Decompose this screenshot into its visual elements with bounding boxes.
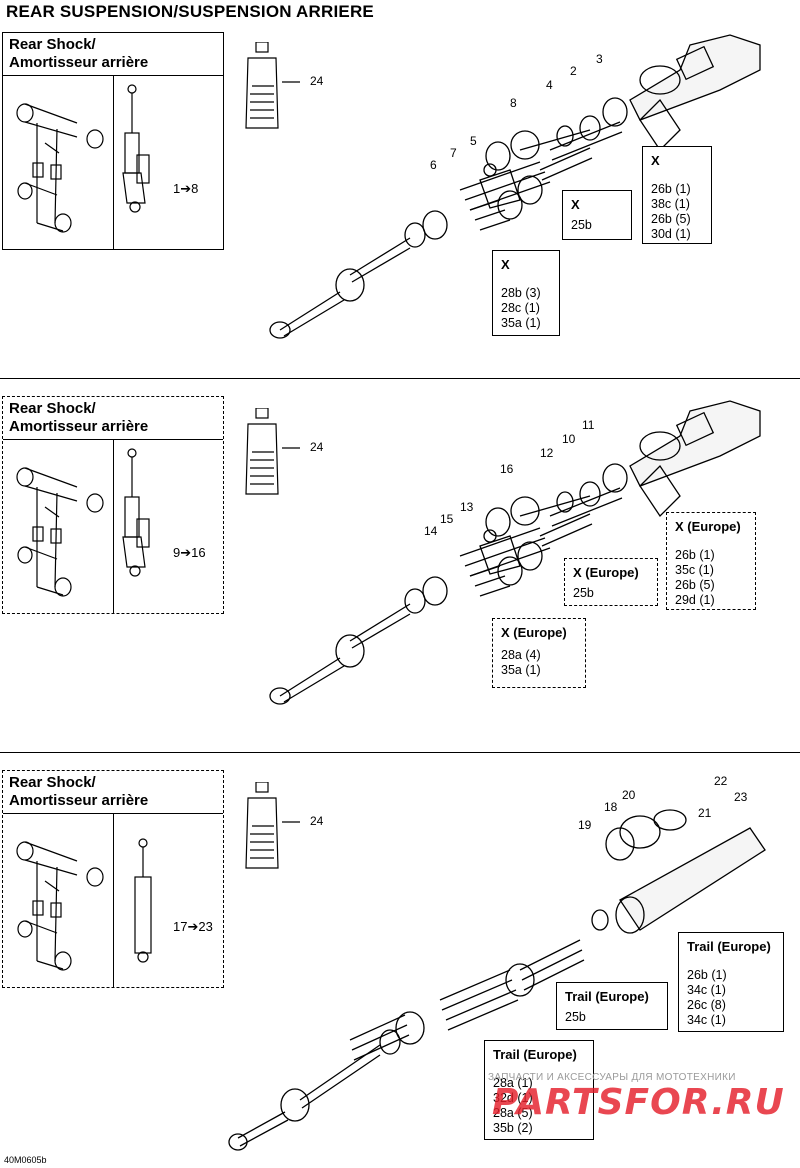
section-divider [0, 752, 800, 753]
oil-can-drawing [245, 42, 300, 129]
kit-box-spring-set: X 26b (1) 38c (1) 26b (5) 30d (1) [642, 146, 712, 244]
part-range-label: 1➔8 [173, 181, 199, 196]
callout-2: 2 [570, 64, 577, 78]
kit-box-piston: X 25b [562, 190, 632, 240]
model-title-line1: Rear Shock/ [9, 36, 96, 53]
kit-box-valve-stack: X 28b (3) 28c (1) 35a (1) [492, 250, 560, 336]
rear-shock-exploded-view [269, 400, 761, 705]
callout-15: 15 [440, 512, 454, 526]
callout-11: 11 [582, 418, 595, 432]
watermark-text: ЗАПЧАСТИ И АКСЕССУАРЫ ДЛЯ МОТОТЕХНИКИ [488, 1072, 736, 1083]
part-range-label: 17➔23 [173, 919, 213, 934]
snowmobile-suspension-thumbnail [16, 467, 104, 597]
section-divider [0, 378, 800, 379]
kit-box-valve-stack: X (Europe) 28a (4) 35a (1) [492, 618, 586, 688]
section-2: Rear Shock/ Amortisseur arrière 9➔16 [2, 396, 761, 705]
model-title-line1: Rear Shock/ [9, 774, 96, 791]
callout-23: 23 [734, 790, 748, 804]
shock-thumbnail [122, 448, 150, 577]
snowmobile-suspension-thumbnail [16, 103, 104, 233]
model-title-line2: Amortisseur arrière [9, 418, 149, 435]
kit-box-valve-stack: Trail (Europe) 28a (1) 32d (1) 28a (5) 3… [484, 1040, 594, 1140]
callout-24: 24 [310, 440, 324, 454]
model-box: Rear Shock/ Amortisseur arrière 17➔23 [2, 770, 224, 988]
watermark-logo: PARTSFOR.RU [492, 1082, 785, 1123]
rear-shock-exploded-view [228, 809, 766, 1151]
rear-shock-exploded-view [269, 34, 761, 339]
callout-18: 18 [604, 800, 618, 814]
callout-3: 3 [596, 52, 603, 66]
kit-box-spring-set: X (Europe) 26b (1) 35c (1) 26b (5) 29d (… [666, 512, 756, 610]
callout-6: 6 [430, 158, 437, 172]
shock-thumbnail [134, 838, 152, 963]
callout-21: 21 [698, 806, 712, 820]
model-title-line2: Amortisseur arrière [9, 54, 149, 71]
callout-16-label: 16 [500, 462, 514, 476]
callout-22: 22 [714, 774, 728, 788]
callout-19: 19 [578, 818, 592, 832]
callout-24: 24 [310, 74, 324, 88]
oil-can-drawing [245, 782, 300, 869]
callout-14: 14 [424, 524, 438, 538]
callout-8: 8 [510, 96, 517, 110]
oil-can-drawing [245, 408, 300, 495]
snowmobile-suspension-thumbnail [16, 841, 104, 971]
part-range-label: 9➔16 [173, 545, 206, 560]
callout-24: 24 [310, 814, 324, 828]
callout-7: 7 [450, 146, 457, 160]
model-title-line1: Rear Shock/ [9, 400, 96, 417]
page-title: REAR SUSPENSION/SUSPENSION ARRIERE [6, 2, 374, 21]
callout-13: 13 [460, 500, 474, 514]
callout-5: 5 [470, 134, 477, 148]
kit-box-piston: X (Europe) 25b [564, 558, 658, 606]
callout-4: 4 [546, 78, 553, 92]
kit-box-piston: Trail (Europe) 25b [556, 982, 668, 1030]
model-box: Rear Shock/ Amortisseur arrière 9➔16 [2, 396, 224, 614]
model-box: Rear Shock/ Amortisseur arrière 1➔8 [2, 32, 224, 250]
drawing-code: 40M0605b [4, 1155, 47, 1165]
section-1: Rear Shock/ Amortisseur arrière 1➔8 [0, 0, 800, 378]
callout-10: 10 [562, 432, 576, 446]
kit-box-spring-set: Trail (Europe) 26b (1) 34c (1) 26c (8) 3… [678, 932, 784, 1032]
model-title-line2: Amortisseur arrière [9, 792, 149, 809]
callout-20: 20 [622, 788, 636, 802]
shock-thumbnail [122, 84, 150, 213]
callout-12: 12 [540, 446, 554, 460]
